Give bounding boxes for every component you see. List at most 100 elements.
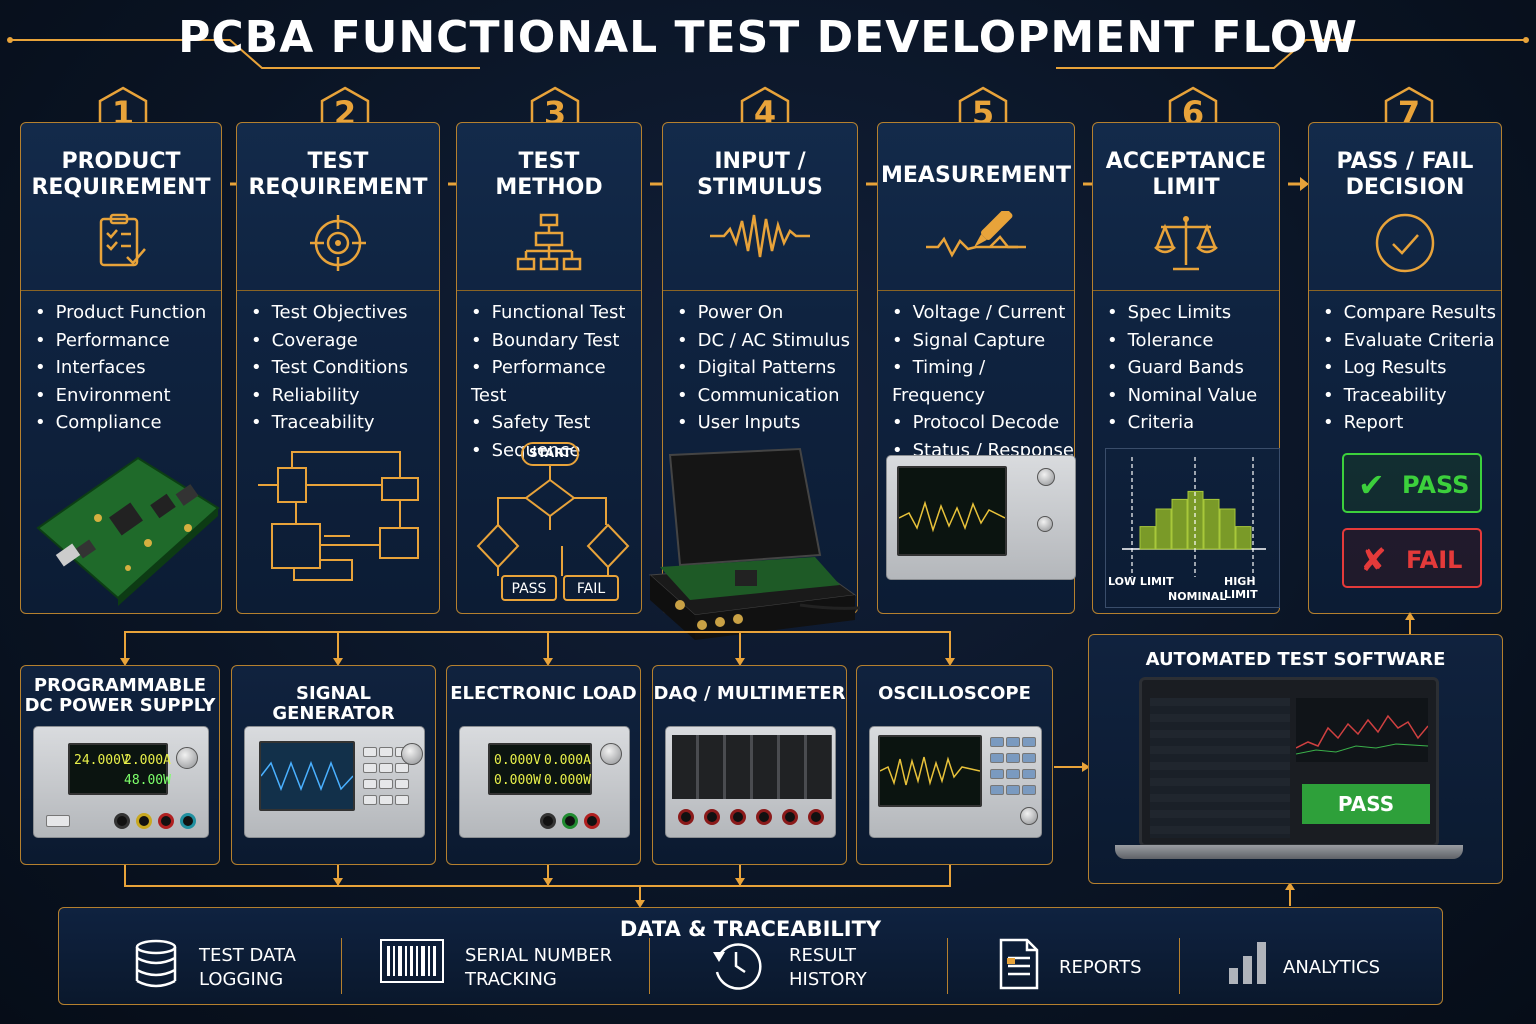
- fail-label: FAIL: [1406, 546, 1463, 574]
- waveform-icon: [710, 211, 810, 265]
- flowchart-lines: [476, 442, 630, 601]
- software-pass-banner: PASS: [1302, 784, 1430, 824]
- scope-button: [990, 753, 1004, 763]
- jack: [730, 809, 746, 825]
- step-item: Test Conditions: [251, 354, 408, 382]
- instrument-title: ELECTRONIC LOAD: [447, 684, 640, 704]
- step-item: Power On: [677, 299, 850, 327]
- instrument-device: [244, 726, 425, 838]
- keypad-button: [363, 795, 377, 805]
- step-item: Voltage / Current: [892, 299, 1074, 327]
- jack: [180, 813, 196, 829]
- measurement-oscilloscope: [886, 455, 1076, 580]
- document-icon: [997, 938, 1041, 994]
- software-title: AUTOMATED TEST SOFTWARE: [1145, 649, 1446, 670]
- checkmark-circle-icon: [1373, 211, 1437, 279]
- step-title-line2: REQUIREMENT: [31, 175, 211, 200]
- data-item-label: REPORTS: [1059, 956, 1142, 980]
- data-item-line2: LOGGING: [199, 969, 284, 990]
- data-item-line1: REPORTS: [1059, 957, 1142, 978]
- psu-voltage-readout: 24.000V: [74, 753, 129, 768]
- step-items: Test ObjectivesCoverageTest ConditionsRe…: [251, 299, 408, 437]
- data-item-label: RESULT HISTORY: [789, 944, 867, 992]
- step-item: Digital Patterns: [677, 354, 850, 382]
- step-title-line2: REQUIREMENT: [248, 175, 428, 200]
- step-title-line2: LIMIT: [1152, 175, 1220, 200]
- step-item: Log Results: [1323, 354, 1496, 382]
- test-fixture-illustration: [648, 447, 860, 640]
- test-requirement-diagram: [258, 451, 419, 581]
- scope-screen: [897, 466, 1007, 556]
- step-title: INPUT /STIMULUS: [663, 149, 857, 201]
- data-separator: [649, 938, 650, 994]
- pcb-board-illustration: [36, 456, 220, 606]
- scale-icon: [1151, 211, 1221, 279]
- keypad-button: [379, 779, 393, 789]
- scope-trace: [898, 500, 1006, 533]
- flow-pass-label: PASS: [511, 581, 547, 597]
- jack: [756, 809, 772, 825]
- scope-button: [1006, 737, 1020, 747]
- siggen-display: [259, 741, 355, 811]
- flowchart-icon: [514, 211, 584, 279]
- instrument-title-line1: OSCILLOSCOPE: [878, 683, 1031, 704]
- limits-bar: [1139, 526, 1156, 550]
- flow-arrow-icon: [1286, 172, 1310, 196]
- step-title-line1: PASS / FAIL: [1336, 149, 1474, 174]
- software-table: [1150, 698, 1290, 838]
- psu-knob: [176, 747, 198, 769]
- pass-label: PASS: [1402, 471, 1470, 499]
- step-item: Compliance: [35, 409, 206, 437]
- instrument-title-line1: ELECTRONIC LOAD: [450, 683, 637, 704]
- scope-display: [878, 735, 982, 807]
- data-separator: [947, 938, 948, 994]
- step-item: User Inputs: [677, 409, 850, 437]
- data-item-line1: TEST DATA: [199, 945, 296, 966]
- step-items: Functional TestBoundary TestPerformance …: [471, 299, 641, 464]
- data-item-line2: HISTORY: [789, 969, 867, 990]
- eload-readout: 0.000W: [494, 773, 541, 788]
- barcode-icon: [379, 938, 445, 988]
- step-title-line1: INPUT /: [714, 149, 806, 174]
- step-title-line2: METHOD: [495, 175, 603, 200]
- jack: [158, 813, 174, 829]
- step-item: Coverage: [251, 327, 408, 355]
- step-item: Criteria: [1107, 409, 1257, 437]
- step-item: DC / AC Stimulus: [677, 327, 850, 355]
- jack: [540, 813, 556, 829]
- siggen-knob: [401, 743, 423, 765]
- laptop-base: [1115, 845, 1463, 859]
- jack: [808, 809, 824, 825]
- step-item: Traceability: [1323, 382, 1496, 410]
- method-flowchart: START PASS FAIL: [470, 440, 640, 605]
- instrument-device: [869, 726, 1042, 838]
- data-item-label: ANALYTICS: [1283, 956, 1380, 980]
- step-item: Tolerance: [1107, 327, 1257, 355]
- low-limit-label: LOW LIMIT: [1108, 575, 1174, 588]
- scope-button: [1022, 785, 1036, 795]
- instrument-title: SIGNAL GENERATOR: [232, 684, 435, 724]
- pass-check-icon: ✔: [1358, 466, 1385, 504]
- limits-chart-svg: [1122, 457, 1266, 577]
- step-item: Performance Test: [471, 354, 641, 409]
- instrument-title: DAQ / MULTIMETER: [653, 684, 846, 704]
- step-items: Compare ResultsEvaluate CriteriaLog Resu…: [1323, 299, 1496, 437]
- limits-bar: [1171, 498, 1188, 550]
- step-item: Product Function: [35, 299, 207, 327]
- keypad-button: [395, 795, 409, 805]
- instrument-title-line1: DAQ / MULTIMETER: [653, 683, 846, 704]
- step-item: Evaluate Criteria: [1323, 327, 1496, 355]
- data-item-line1: RESULT: [789, 945, 857, 966]
- step-title-line2: STIMULUS: [697, 175, 823, 200]
- step-item: Interfaces: [35, 354, 206, 382]
